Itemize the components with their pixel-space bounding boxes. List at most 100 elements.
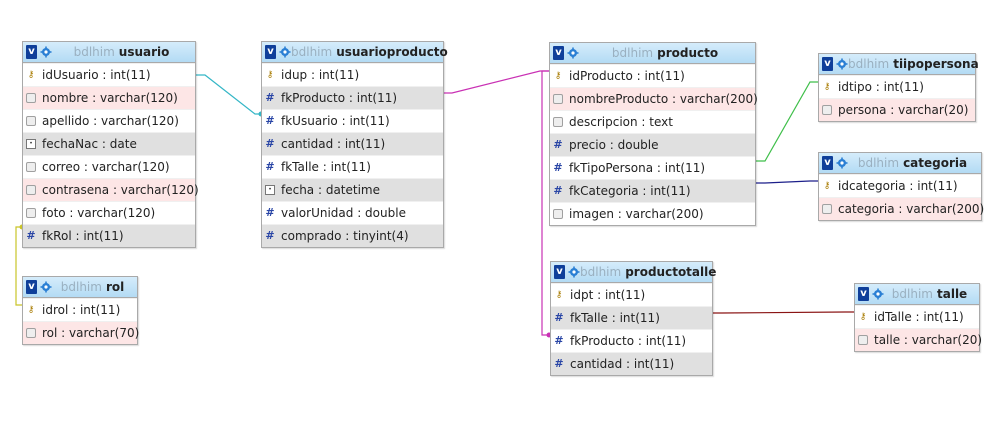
column-row[interactable]: imagen : varchar(200) [550, 202, 755, 225]
checkbox-icon[interactable]: v [26, 45, 37, 59]
column-list: ⚷idrol : int(11) rol : varchar(70) [23, 298, 140, 344]
number-icon: # [553, 184, 563, 197]
column-row[interactable]: persona : varchar(20) [819, 98, 975, 121]
table-name: producto [657, 46, 719, 60]
string-icon [821, 104, 833, 116]
column-label: contrasena : varchar(120) [42, 183, 199, 197]
column-row[interactable]: #comprado : tinyint(4) [262, 224, 443, 247]
column-row[interactable]: # fkTipoPersona : int(11) [550, 156, 755, 179]
column-row[interactable]: #valorUnidad : double [262, 201, 443, 224]
key-icon: ⚷ [859, 312, 867, 322]
db-name: bdlhim [291, 45, 333, 59]
date-icon: • [264, 184, 276, 196]
column-row[interactable]: #cantidad : int(11) [551, 352, 712, 375]
column-list: ⚷idtipo : int(11)persona : varchar(20) [819, 75, 975, 121]
number-icon: # [553, 161, 563, 174]
column-row[interactable]: #fkTalle : int(11) [551, 306, 712, 329]
column-row[interactable]: correo : varchar(120) [23, 155, 195, 178]
column-row[interactable]: #fkProducto : int(11) [262, 86, 443, 109]
column-label: nombre : varchar(120) [42, 91, 178, 105]
db-name: bdlhim [73, 45, 115, 59]
column-row[interactable]: nombreProducto : varchar(200) [550, 87, 758, 110]
gear-icon[interactable] [568, 266, 580, 278]
checkbox-icon[interactable]: v [554, 265, 565, 279]
checkbox-icon[interactable]: v [265, 45, 276, 59]
column-row[interactable]: ⚷idpt : int(11) [551, 283, 712, 306]
gear-icon[interactable] [279, 46, 291, 58]
gear-icon[interactable] [836, 58, 848, 70]
column-label: cantidad : int(11) [570, 357, 675, 371]
db-name: bdlhim [580, 265, 622, 279]
checkbox-icon[interactable]: v [26, 280, 37, 294]
column-row[interactable]: • fechaNac : date [23, 132, 195, 155]
column-row[interactable]: #fkRol : int(11) [23, 224, 195, 247]
checkbox-icon[interactable]: v [822, 156, 833, 170]
gear-icon[interactable] [40, 281, 52, 293]
checkbox-icon[interactable]: v [858, 287, 869, 301]
gear-icon[interactable] [567, 47, 579, 59]
checkbox-icon[interactable]: v [822, 57, 833, 71]
column-row[interactable]: rol : varchar(70) [23, 321, 140, 344]
table-name: productotalle [625, 265, 717, 279]
text-shape [822, 204, 832, 214]
number-icon: # [265, 160, 275, 173]
column-list: ⚷idProducto : int(11)nombreProducto : va… [550, 64, 758, 225]
column-row[interactable]: #precio : double [550, 133, 755, 156]
column-row[interactable]: # fkTalle : int(11) [262, 155, 443, 178]
column-row[interactable]: ⚷idtipo : int(11) [819, 75, 975, 98]
number-icon: # [554, 334, 564, 347]
column-label: fkTipoPersona : int(11) [569, 161, 706, 175]
string-icon [25, 327, 37, 339]
column-row[interactable]: ⚷idUsuario : int(11) [23, 63, 195, 86]
column-row[interactable]: apellido : varchar(120) [23, 109, 195, 132]
db-name: bdlhim [611, 46, 654, 60]
table-name: usuario [118, 45, 170, 59]
column-row[interactable]: descripcion : text [550, 110, 755, 133]
column-row[interactable]: #fkCategoria : int(11) [550, 179, 755, 202]
column-row[interactable]: ⚷idTalle : int(11) [855, 305, 979, 328]
column-row[interactable]: ⚷idup : int(11) [262, 63, 443, 86]
string-icon [25, 115, 37, 127]
column-row[interactable]: ⚷idProducto : int(11) [550, 64, 755, 87]
column-row[interactable]: ⚷idrol : int(11) [23, 298, 137, 321]
column-row[interactable]: talle : varchar(20) [855, 328, 982, 351]
column-label: rol : varchar(70) [42, 326, 140, 340]
text-shape [26, 185, 36, 195]
column-label: fkTalle : int(11) [281, 160, 371, 174]
column-row[interactable]: categoria : varchar(200) [819, 197, 984, 220]
gear-icon[interactable] [872, 288, 884, 300]
column-row[interactable]: #fkProducto : int(11) [551, 329, 712, 352]
table-name: talle [937, 287, 968, 301]
key-icon: ⚷ [27, 305, 35, 315]
date-icon: • [25, 138, 37, 150]
checkbox-icon[interactable]: v [553, 46, 564, 60]
gear-icon[interactable] [836, 157, 848, 169]
column-row[interactable]: •fecha : datetime [262, 178, 443, 201]
column-row[interactable]: #fkUsuario : int(11) [262, 109, 443, 132]
column-row[interactable]: foto : varchar(120) [23, 201, 195, 224]
gear-icon[interactable] [40, 46, 52, 58]
column-row[interactable]: ⚷idcategoria : int(11) [819, 174, 981, 197]
string-icon [552, 208, 564, 220]
column-label: fechaNac : date [42, 137, 137, 151]
string-icon [25, 207, 37, 219]
column-row[interactable]: contrasena : varchar(120) [23, 178, 199, 201]
column-row[interactable]: #cantidad : int(11) [262, 132, 443, 155]
column-row[interactable]: nombre : varchar(120) [23, 86, 195, 109]
